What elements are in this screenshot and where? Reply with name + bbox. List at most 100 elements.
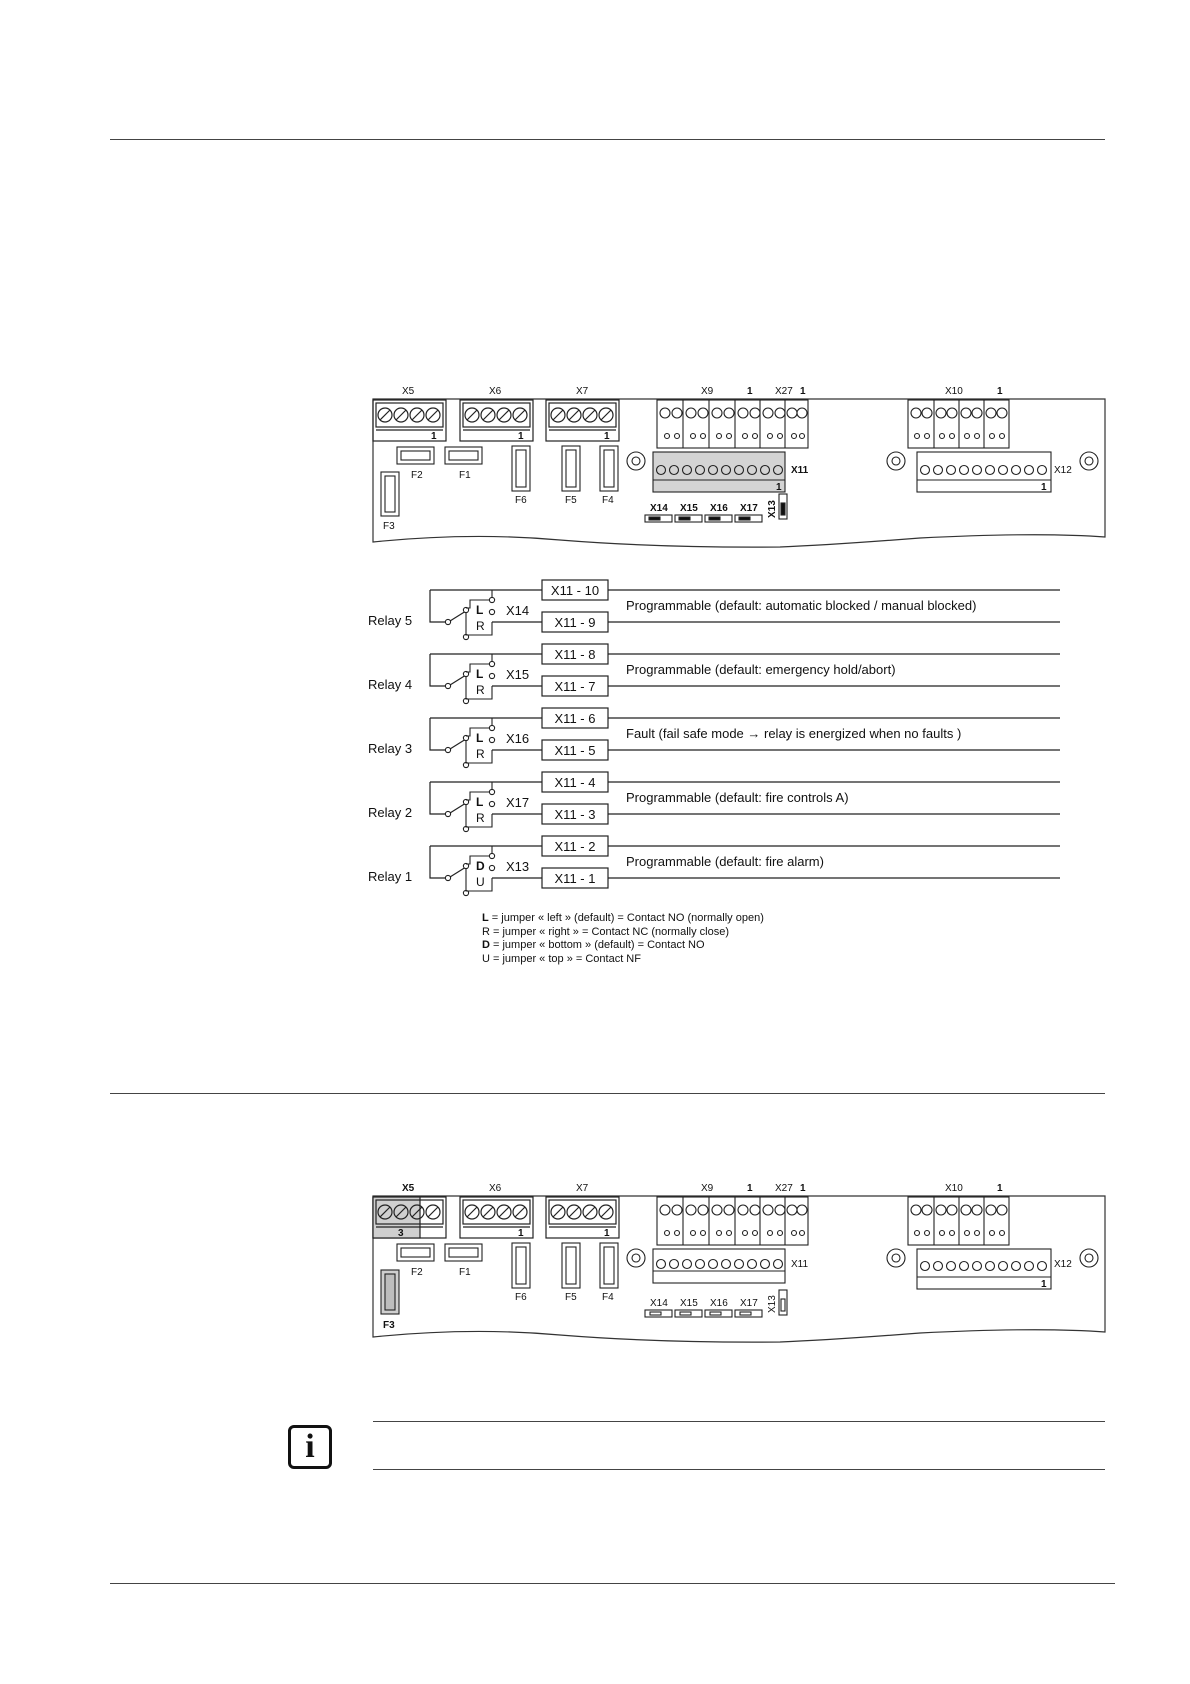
relay-4-description: Programmable (default: fire controls A)	[626, 790, 849, 805]
x9-label: X9	[701, 1183, 714, 1194]
x12-terminal-block	[916, 451, 1052, 493]
relay-1-terminal-b-label: X11 - 9	[555, 615, 596, 630]
relay-3-terminal-box-a	[541, 707, 609, 729]
x7-pin-one: 1	[604, 1228, 610, 1239]
legend-text: = jumper « bottom » (default) = Contact …	[490, 939, 705, 951]
relay-5-terminal-b-label: X11 - 1	[555, 871, 596, 886]
x9-x27-connector	[656, 399, 809, 449]
legend-line-2: R = jumper « right » = Contact NC (norma…	[482, 926, 729, 938]
fuse-f2-label: F2	[411, 470, 423, 481]
jumper-x16-label: X16	[710, 503, 728, 514]
fuse-f5-label: F5	[565, 495, 577, 506]
legend-line-1: L = jumper « left » (default) = Contact …	[482, 912, 764, 924]
relay-5-switch-arm	[449, 866, 467, 878]
relay-3-terminal-b-label: X11 - 5	[555, 743, 596, 758]
x7-label: X7	[576, 386, 589, 397]
x12-terminal-block	[916, 1248, 1052, 1290]
jumper-x17-label: X17	[740, 503, 758, 514]
relay-2-jumper-pin-bottom	[488, 672, 496, 680]
relay-3-wire-nc	[465, 740, 493, 764]
x12-label: X12	[1054, 1259, 1072, 1270]
jumper-x17-label: X17	[740, 1298, 758, 1309]
jumper-x15-label: X15	[680, 1298, 698, 1309]
jumper-x13-label: X13	[767, 500, 778, 518]
relay-2-terminal-b-label: X11 - 7	[555, 679, 596, 694]
x27-label: X27	[775, 1183, 793, 1194]
x12-pin-one: 1	[1041, 1279, 1047, 1290]
relay-5-jumper-pin-bottom	[488, 864, 496, 872]
relay-4-terminal-box-a	[541, 771, 609, 793]
x6-pin-one: 1	[518, 431, 524, 442]
x11-label: X11	[791, 465, 809, 476]
relay-1-switch-pivot	[444, 618, 452, 626]
relay-1-terminal-box-a	[541, 579, 609, 601]
x11-terminal-block	[652, 1248, 786, 1284]
legend-key: R	[482, 926, 490, 938]
x10-pin-label: 1	[997, 386, 1003, 397]
fuse-f1-label: F1	[459, 470, 471, 481]
relay-3-jumper-pin-bottom	[488, 736, 496, 744]
relay-4-switch-pivot	[444, 810, 452, 818]
relay-4-switch-arm	[449, 802, 467, 814]
relay-2-terminal-box-b	[541, 675, 609, 697]
relay-1-relay-name: Relay 5	[368, 613, 412, 628]
relay-4-relay-name: Relay 2	[368, 805, 412, 820]
x27-pin-label: 1	[800, 386, 806, 397]
jumpers-graphic	[644, 493, 788, 523]
relay-5-wire-common	[429, 846, 445, 879]
relay-4-jumper-pin-bottom	[488, 800, 496, 808]
x27-pin-label: 1	[800, 1183, 806, 1194]
fuse-f4-label: F4	[602, 1292, 614, 1303]
note-rule-bottom	[373, 1469, 1105, 1470]
fuses	[380, 1242, 619, 1315]
jumper-x15-label: X15	[680, 503, 698, 514]
relay-2-wire-common	[429, 654, 445, 687]
relay-5-terminal-a-label: X11 - 2	[555, 839, 596, 854]
relay-1-jumper-pin-bottom	[488, 608, 496, 616]
x5-pin-three: 3	[398, 1228, 404, 1239]
relay-2-jumper-bottom-letter: R	[476, 683, 485, 697]
relay-1-terminal-box-b	[541, 611, 609, 633]
fuse-f5-label: F5	[565, 1292, 577, 1303]
x6-label: X6	[489, 386, 502, 397]
jumper-x14-label: X14	[650, 1298, 668, 1309]
relay-4-terminal-box-b	[541, 803, 609, 825]
jumpers-graphic	[644, 1289, 788, 1318]
relay-5-terminal-box-b	[541, 867, 609, 889]
relay-4-wire-nc	[465, 804, 493, 828]
fuse-f1-label: F1	[459, 1267, 471, 1278]
relay-1-terminal-a-label: X11 - 10	[551, 583, 599, 598]
mounting-screws	[626, 1248, 1099, 1268]
x5-terminal	[372, 399, 447, 442]
note-rule-top	[373, 1421, 1105, 1422]
relay-2-terminal-box-a	[541, 643, 609, 665]
x9-label: X9	[701, 386, 714, 397]
jumper-x14-label: X14	[650, 503, 668, 514]
legend-text: = jumper « right » = Contact NC (normall…	[490, 926, 729, 938]
x11-terminal-block	[652, 451, 786, 493]
fuse-f6-label: F6	[515, 1292, 527, 1303]
x5-label: X5	[402, 386, 415, 397]
relay-2-terminal-a-label: X11 - 8	[555, 647, 596, 662]
relay-1-wire-nc	[465, 612, 493, 636]
relay-3-description: Fault (fail safe mode → relay is energiz…	[626, 726, 961, 741]
x27-label: X27	[775, 386, 793, 397]
legend-key: D	[482, 939, 490, 951]
fuse-f4-label: F4	[602, 495, 614, 506]
x5-terminal	[372, 1196, 447, 1239]
relay-5-wire-no	[466, 855, 492, 865]
fuse-f3-label: F3	[383, 1320, 395, 1331]
relay-3-switch-arm	[449, 738, 467, 750]
x7-terminal	[545, 399, 620, 442]
legend-line-3: D = jumper « bottom » (default) = Contac…	[482, 939, 705, 951]
relay-2-wire-no	[466, 663, 492, 673]
relay-1-wire-common	[429, 590, 445, 623]
x7-pin-one: 1	[604, 431, 610, 442]
relay-5-jumper-bottom-letter: U	[476, 875, 485, 889]
x5-pin-one: 1	[431, 431, 437, 442]
x11-pin-one: 1	[776, 482, 782, 493]
